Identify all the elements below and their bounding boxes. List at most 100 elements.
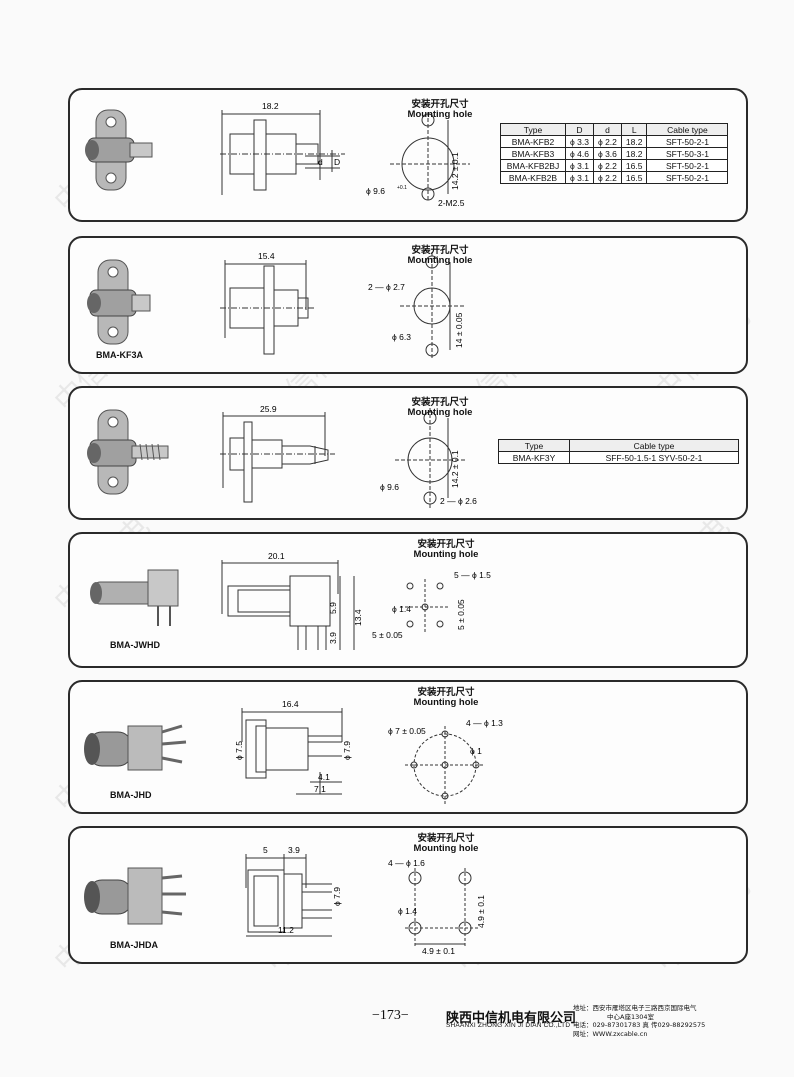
bma-kfb-diameter: ϕ 9.6	[366, 186, 385, 196]
bma-jwhd-outline	[221, 560, 450, 650]
table-cell: SFT-50-2-1	[646, 159, 729, 172]
page-number: −173−	[372, 1008, 409, 1023]
bma-kfb-outline	[220, 110, 470, 202]
bma-kf3a-label: BMA-KF3A	[96, 350, 143, 360]
bma-kf3a-outline	[220, 252, 465, 360]
bma-jwhd-tolerance-2: 5 ± 0.05	[372, 630, 403, 640]
mounting-title-en: Mounting hole	[407, 109, 473, 120]
bma-jwhd-tolerance-1: 5 ± 0.05	[456, 599, 466, 630]
mounting-title-cn: 安装开孔尺寸	[417, 687, 475, 698]
bma-jhda-holes: 4 — ϕ 1.6	[388, 858, 425, 868]
bma-jhd-dim-a: 4.1	[318, 772, 330, 782]
mounting-title-cn: 安装开孔尺寸	[411, 397, 469, 408]
bma-kfb-holes: 2-M2.5	[438, 198, 465, 208]
panel-bma-kf3a: 15.4 2 — ϕ 2.7 14 ± 0.05 ϕ 6.3 BMA-KF3A …	[68, 236, 748, 374]
table-header: Type	[500, 123, 566, 136]
bma-kf3a-drawing: 15.4 2 — ϕ 2.7 14 ± 0.05 ϕ 6.3	[87, 251, 465, 360]
table-cell: ϕ 4.6	[565, 147, 594, 160]
bma-kf3a-holes: 2 — ϕ 2.7	[368, 282, 405, 292]
bma-kf3a-tolerance: 14 ± 0.05	[454, 312, 464, 348]
bma-jhda-dim-b: 3.9	[288, 845, 300, 855]
table-header: Cable type	[646, 123, 729, 136]
table-header: d	[592, 123, 622, 136]
bma-kfb-diameter-tol: +0.1	[397, 185, 407, 191]
bma-jhd-label: BMA-JHD	[110, 790, 152, 800]
phone-line: 电话：029-87301783 真 传029-88292575	[573, 1021, 706, 1029]
bma-kf3a-photo	[87, 259, 151, 345]
bma-jwhd-label: BMA-JWHD	[110, 640, 160, 650]
mounting-title-en: Mounting hole	[407, 255, 473, 266]
bma-kfb-spec-table: Type D d L Cable type BMA-KFB2 ϕ 3.3 ϕ 2…	[500, 123, 729, 184]
bma-jhda-diameter-body: ϕ 7.9	[332, 887, 342, 906]
address-line-2: 中心A座1304室	[607, 1012, 654, 1021]
bma-jwhd-mounting-title: 安装开孔尺寸 Mounting hole	[396, 540, 496, 560]
table-header: Type	[498, 439, 570, 452]
bma-kf3y-spec-table: Type Cable type BMA-KF3Y SFF-50-1.5-1 SY…	[498, 439, 739, 464]
bma-kf3y-length: 25.9	[260, 404, 277, 414]
bma-kf3a-length: 15.4	[258, 251, 275, 261]
bma-jhd-drawing: 16.4 ϕ 7.5 ϕ 7.9 4.1 7.1 ϕ 7 ± 0.05 4 — …	[84, 699, 503, 804]
company-name-en: SHAANXI ZHONG XIN JI DIAN CO.,LTD	[446, 1022, 571, 1029]
bma-kf3y-mounting-title: 安装开孔尺寸 Mounting hole	[390, 398, 490, 418]
table-header: Cable type	[569, 439, 739, 452]
mounting-title-en: Mounting hole	[413, 843, 479, 854]
bma-kf3y-photo	[87, 409, 169, 495]
table-cell: 18.2	[620, 147, 648, 160]
mounting-title-cn: 安装开孔尺寸	[411, 99, 469, 110]
bma-jhda-photo	[84, 867, 186, 925]
bma-jhd-dim-b: 7.1	[314, 784, 326, 794]
table-row: BMA-KFB3 ϕ 4.6 ϕ 3.6 18.2 SFT-50-3-1	[500, 147, 729, 160]
mounting-title-cn: 安装开孔尺寸	[411, 245, 469, 256]
bma-kf3a-diameter: ϕ 6.3	[392, 332, 411, 342]
bma-jhd-length: 16.4	[282, 699, 299, 709]
table-cell: ϕ 2.2	[592, 135, 622, 148]
panel-bma-kfb: 18.2 d D 14.2 ± 0.1 ϕ 9.6 +0.1 2-M2.5 安装…	[68, 88, 748, 222]
bma-jwhd-holes: 5 — ϕ 1.5	[454, 570, 491, 580]
bma-jhd-photo	[84, 724, 187, 771]
bma-jhd-dia-1: ϕ 7.5	[234, 741, 244, 760]
table-cell: 16.5	[620, 159, 648, 172]
table-row: BMA-KFB2BJ ϕ 3.1 ϕ 2.2 16.5 SFT-50-2-1	[500, 159, 729, 172]
panel-bma-jwhd: 20.1 13.4 5.9 3.9 5 — ϕ 1.5 ϕ 1.4 5 ± 0.…	[68, 532, 748, 668]
contact-info: 地址：西安市雁塔区电子三路西京国际电气 中心A座1304室 电话：029-873…	[573, 1004, 705, 1038]
mounting-title-cn: 安装开孔尺寸	[417, 539, 475, 550]
panel-bma-jhda: 5 3.9 11.2 ϕ 7.9 4 — ϕ 1.6 ϕ 1.4 4.9 ± 0…	[68, 826, 748, 964]
table-cell: ϕ 2.2	[592, 159, 622, 172]
table-cell: BMA-KFB2	[500, 135, 566, 148]
bma-kf3y-outline	[220, 408, 465, 510]
table-header: D	[565, 123, 594, 136]
bma-kf3y-drawing: 25.9 14.2 ± 0.1 ϕ 9.6 2 — ϕ 2.6	[87, 404, 477, 510]
bma-kfb-photo	[85, 109, 153, 191]
table-row: BMA-KFB2B ϕ 3.1 ϕ 2.2 16.5 SFT-50-2-1	[500, 171, 729, 184]
table-cell: 16.5	[620, 171, 648, 184]
bma-jhda-outline	[245, 854, 480, 946]
bma-jhda-drawing: 5 3.9 11.2 ϕ 7.9 4 — ϕ 1.6 ϕ 1.4 4.9 ± 0…	[84, 845, 486, 956]
table-cell: SFT-50-2-1	[646, 135, 729, 148]
table-cell: SFT-50-2-1	[646, 171, 729, 184]
bma-jhd-pcd: ϕ 7 ± 0.05	[388, 726, 426, 736]
bma-jhd-mounting-title: 安装开孔尺寸 Mounting hole	[396, 688, 496, 708]
table-cell: ϕ 3.6	[592, 147, 622, 160]
bma-jhd-holes: 4 — ϕ 1.3	[466, 718, 503, 728]
bma-kfb-mounting-title: 安装开孔尺寸 Mounting hole	[390, 100, 490, 120]
bma-kf3y-holes: 2 — ϕ 2.6	[440, 496, 477, 506]
table-header-row: Type D d L Cable type	[500, 123, 729, 136]
bma-kf3y-tolerance: 14.2 ± 0.1	[450, 450, 460, 488]
mounting-title-en: Mounting hole	[407, 407, 473, 418]
panel-bma-jhd: 16.4 ϕ 7.5 ϕ 7.9 4.1 7.1 ϕ 7 ± 0.05 4 — …	[68, 680, 748, 814]
panel-bma-kf3y: 25.9 14.2 ± 0.1 ϕ 9.6 2 — ϕ 2.6 安装开孔尺寸 M…	[68, 386, 748, 520]
bma-jwhd-photo	[90, 569, 179, 626]
bma-kfb-drawing: 18.2 d D 14.2 ± 0.1 ϕ 9.6 +0.1 2-M2.5	[85, 101, 470, 208]
bma-kfb-length: 18.2	[262, 101, 279, 111]
bma-jwhd-dim-b: 5.9	[328, 602, 338, 614]
table-row: BMA-KF3Y SFF-50-1.5-1 SYV-50-2-1	[498, 451, 739, 464]
bma-kf3y-diameter: ϕ 9.6	[380, 482, 399, 492]
table-row: BMA-KFB2 ϕ 3.3 ϕ 2.2 18.2 SFT-50-2-1	[500, 135, 729, 148]
mounting-title-cn: 安装开孔尺寸	[417, 833, 475, 844]
table-cell: BMA-KFB3	[500, 147, 566, 160]
table-cell: ϕ 3.1	[565, 159, 594, 172]
bma-jhd-dia-2: ϕ 7.9	[342, 741, 352, 760]
bma-kf3a-mounting-title: 安装开孔尺寸 Mounting hole	[390, 246, 490, 266]
table-cell: ϕ 2.2	[592, 171, 622, 184]
bma-jhd-diameter: ϕ 1	[470, 746, 482, 756]
